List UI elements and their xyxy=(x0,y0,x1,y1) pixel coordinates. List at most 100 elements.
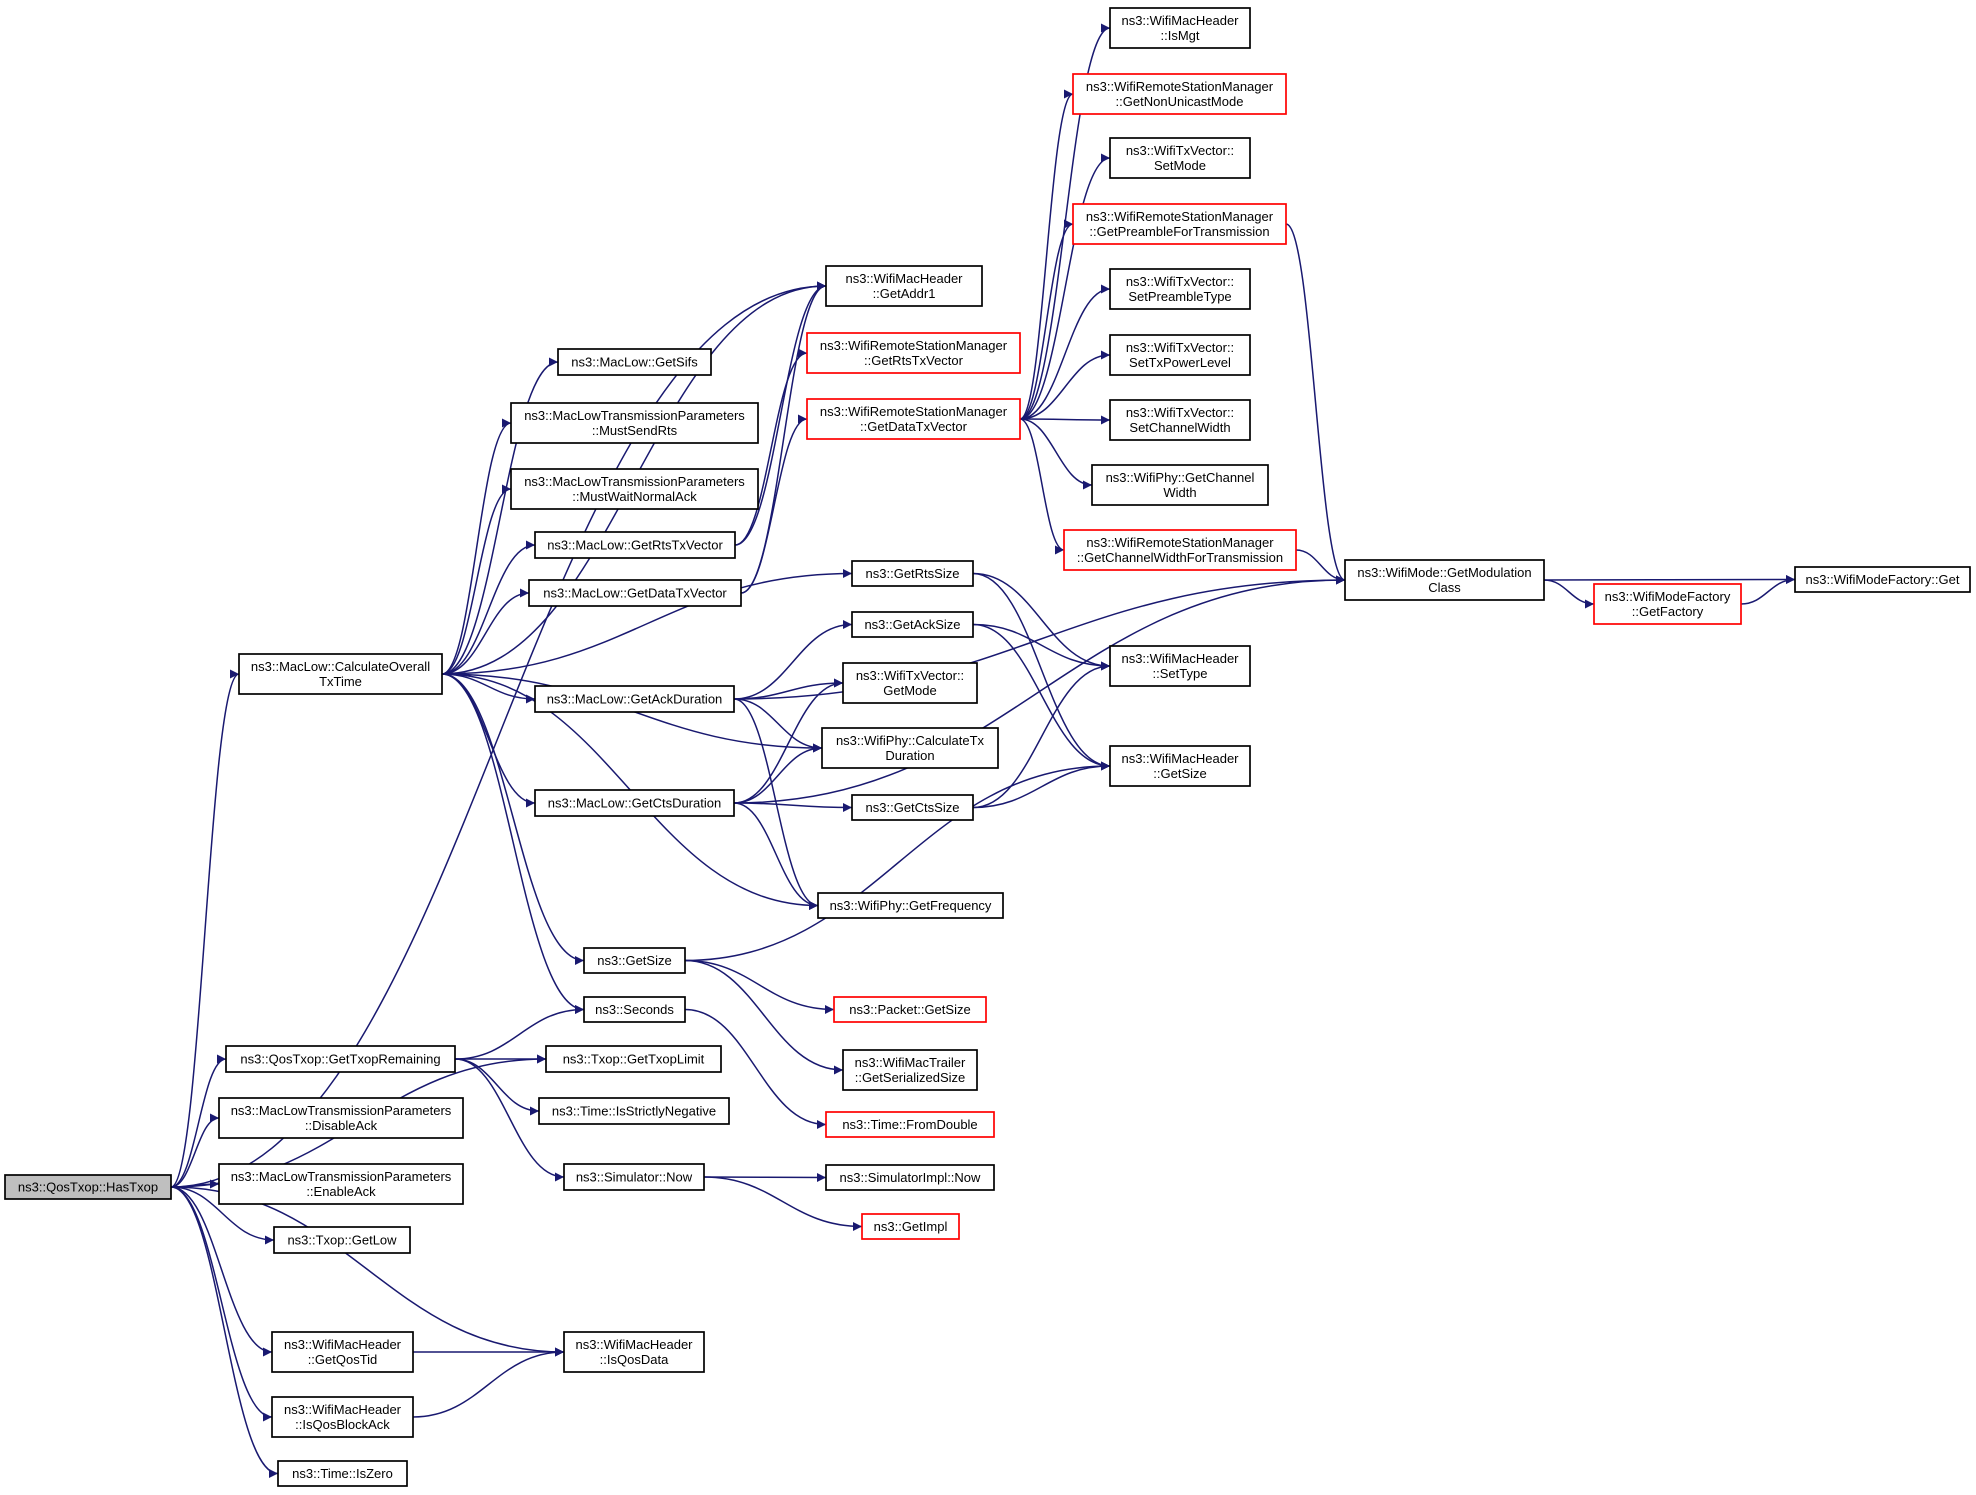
node-label-line: ::IsQosBlockAck xyxy=(295,1417,390,1432)
node-label-line: GetMode xyxy=(883,683,936,698)
node-txvecgetmode[interactable]: ns3::WifiTxVector::GetMode xyxy=(842,662,978,704)
node-label-line: ns3::WifiMacHeader xyxy=(845,271,963,286)
edge-getsize-to-trailersize xyxy=(684,959,844,1075)
node-label-line: ns3::QosTxop::HasTxop xyxy=(18,1180,158,1195)
node-isstrictlyneg[interactable]: ns3::Time::IsStrictlyNegative xyxy=(538,1097,730,1125)
node-label-line: ns3::WifiTxVector:: xyxy=(1126,340,1234,355)
node-label-line: ns3::WifiMacTrailer xyxy=(855,1055,966,1070)
node-label-line: ns3::WifiMacHeader xyxy=(1121,651,1239,666)
node-getaddr1[interactable]: ns3::WifiMacHeader::GetAddr1 xyxy=(825,265,983,307)
node-getrtssize[interactable]: ns3::GetRtsSize xyxy=(851,560,974,587)
node-getsize[interactable]: ns3::GetSize xyxy=(583,947,686,974)
node-label-line: ::MustWaitNormalAck xyxy=(572,489,697,504)
edge-getchanwidthtx-to-getmodclass xyxy=(1295,549,1346,585)
node-box xyxy=(528,579,742,607)
node-box xyxy=(583,947,686,974)
node-simimplnow[interactable]: ns3::SimulatorImpl::Now xyxy=(825,1164,995,1191)
node-getqostid[interactable]: ns3::WifiMacHeader::GetQosTid xyxy=(271,1331,414,1373)
node-box xyxy=(538,1097,730,1125)
node-hastxop[interactable]: ns3::QosTxop::HasTxop xyxy=(4,1174,172,1200)
node-machdrgetsize[interactable]: ns3::WifiMacHeader::GetSize xyxy=(1109,745,1251,787)
node-getnonunicast[interactable]: ns3::WifiRemoteStationManager::GetNonUni… xyxy=(1072,73,1287,115)
node-timeiszero[interactable]: ns3::Time::IsZero xyxy=(277,1460,408,1487)
edge-hastxop-to-calcovr xyxy=(170,669,240,1188)
node-label-line: ns3::WifiTxVector:: xyxy=(1126,274,1234,289)
node-label-line: ns3::WifiRemoteStationManager xyxy=(1086,209,1274,224)
node-wrsmgetrtstx[interactable]: ns3::WifiRemoteStationManager::GetRtsTxV… xyxy=(806,332,1021,374)
node-label-line: ns3::MacLowTransmissionParameters xyxy=(524,408,745,423)
node-box xyxy=(545,1045,722,1073)
node-box xyxy=(842,662,978,704)
node-packetgetsize[interactable]: ns3::Packet::GetSize xyxy=(833,996,987,1023)
node-wrsmgetdatatx[interactable]: ns3::WifiRemoteStationManager::GetDataTx… xyxy=(806,398,1021,440)
node-getchanwidthtx[interactable]: ns3::WifiRemoteStationManager::GetChanne… xyxy=(1063,529,1297,571)
node-disableack[interactable]: ns3::MacLowTransmissionParameters::Disab… xyxy=(218,1097,464,1139)
node-maclowgetdatatx[interactable]: ns3::MacLow::GetDataTxVector xyxy=(528,579,742,607)
node-setpreamble[interactable]: ns3::WifiTxVector::SetPreambleType xyxy=(1109,268,1251,310)
node-label-line: ns3::GetRtsSize xyxy=(866,566,960,581)
node-label-line: ns3::WifiPhy::GetFrequency xyxy=(830,898,992,913)
edge-getmodclass-to-factoryget xyxy=(1543,575,1796,585)
node-box xyxy=(218,1163,464,1205)
node-isqosdata[interactable]: ns3::WifiMacHeader::IsQosData xyxy=(563,1331,705,1373)
node-setmode[interactable]: ns3::WifiTxVector::SetMode xyxy=(1109,137,1251,179)
node-mustwaitnormalack[interactable]: ns3::MacLowTransmissionParameters::MustW… xyxy=(510,468,759,510)
node-factoryget[interactable]: ns3::WifiModeFactory::Get xyxy=(1794,566,1971,593)
edge-wrsmgetdatatx-to-setmode xyxy=(1019,153,1111,420)
node-label-line: ns3::WifiTxVector:: xyxy=(1126,143,1234,158)
node-getsifs[interactable]: ns3::MacLow::GetSifs xyxy=(557,348,712,376)
node-label-line: ::GetSerializedSize xyxy=(855,1070,966,1085)
edge-wrsmgetdatatx-to-getpreamble xyxy=(1019,219,1074,420)
node-box xyxy=(1091,464,1269,506)
node-box xyxy=(225,1045,456,1073)
node-trailersize[interactable]: ns3::WifiMacTrailer::GetSerializedSize xyxy=(842,1049,978,1091)
node-box xyxy=(825,1111,995,1138)
node-enableack[interactable]: ns3::MacLowTransmissionParameters::Enabl… xyxy=(218,1163,464,1205)
node-getackdur[interactable]: ns3::MacLow::GetAckDuration xyxy=(534,685,735,713)
node-txopgetlow[interactable]: ns3::Txop::GetLow xyxy=(273,1226,411,1254)
edge-getsize-to-machdrgetsize xyxy=(684,761,1111,962)
node-seconds[interactable]: ns3::Seconds xyxy=(583,996,686,1023)
node-maclowgetrtstx[interactable]: ns3::MacLow::GetRtsTxVector xyxy=(534,531,736,559)
node-box xyxy=(557,348,712,376)
node-box xyxy=(1109,745,1251,787)
node-getfactory[interactable]: ns3::WifiModeFactory::GetFactory xyxy=(1593,583,1742,625)
node-isqosblockack[interactable]: ns3::WifiMacHeader::IsQosBlockAck xyxy=(271,1396,414,1438)
node-getctssize[interactable]: ns3::GetCtsSize xyxy=(851,794,974,821)
node-fromdouble[interactable]: ns3::Time::FromDouble xyxy=(825,1111,995,1138)
node-box xyxy=(534,685,735,713)
edge-hastxop-to-getqostid xyxy=(170,1186,273,1357)
node-settype[interactable]: ns3::WifiMacHeader::SetType xyxy=(1109,645,1251,687)
node-label-line: ::DisableAck xyxy=(305,1118,378,1133)
node-getacksize[interactable]: ns3::GetAckSize xyxy=(851,611,974,638)
edge-wrsmgetdatatx-to-settxpower xyxy=(1019,350,1111,420)
node-box xyxy=(218,1097,464,1139)
edge-hastxop-to-txopgetlow xyxy=(170,1186,275,1245)
node-settxpower[interactable]: ns3::WifiTxVector::SetTxPowerLevel xyxy=(1109,334,1251,376)
edge-maclowgetrtstx-to-getaddr1 xyxy=(734,281,827,546)
node-label-line: ns3::MacLow::GetDataTxVector xyxy=(543,586,727,601)
node-gettxoplimit[interactable]: ns3::Txop::GetTxopLimit xyxy=(545,1045,722,1073)
edge-seconds-to-fromdouble xyxy=(684,1008,827,1129)
edge-getacksize-to-machdrgetsize xyxy=(972,623,1111,771)
node-simnow[interactable]: ns3::Simulator::Now xyxy=(563,1163,705,1191)
node-getpreamble[interactable]: ns3::WifiRemoteStationManager::GetPreamb… xyxy=(1072,203,1287,245)
node-label-line: ns3::Seconds xyxy=(595,1002,674,1017)
node-label-line: ::MustSendRts xyxy=(592,423,678,438)
node-mustsendrts[interactable]: ns3::MacLowTransmissionParameters::MustS… xyxy=(510,402,759,444)
node-ismgt[interactable]: ns3::WifiMacHeader::IsMgt xyxy=(1109,7,1251,49)
edge-wrsmgetdatatx-to-setchanwidth xyxy=(1019,415,1111,425)
node-getctsdur[interactable]: ns3::MacLow::GetCtsDuration xyxy=(534,789,735,817)
node-box xyxy=(238,653,443,695)
node-label-line: Width xyxy=(1163,485,1196,500)
node-setchanwidth[interactable]: ns3::WifiTxVector::SetChannelWidth xyxy=(1109,399,1251,441)
node-gettxoprem[interactable]: ns3::QosTxop::GetTxopRemaining xyxy=(225,1045,456,1073)
node-label-line: ::GetDataTxVector xyxy=(860,419,968,434)
node-phygetchanwidth[interactable]: ns3::WifiPhy::GetChannelWidth xyxy=(1091,464,1269,506)
node-getfrequency[interactable]: ns3::WifiPhy::GetFrequency xyxy=(817,892,1004,919)
node-getimpl[interactable]: ns3::GetImpl xyxy=(861,1213,960,1240)
node-label-line: ns3::WifiModeFactory xyxy=(1605,589,1731,604)
